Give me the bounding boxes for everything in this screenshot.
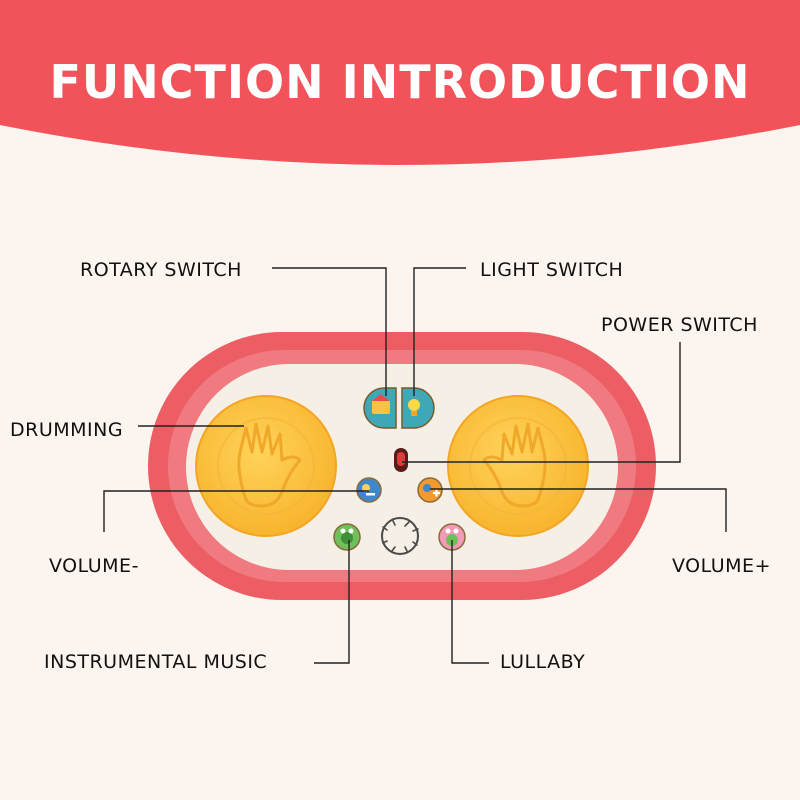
label-lullaby: LULLABY	[500, 651, 586, 673]
callout-line-rotary	[272, 267, 387, 396]
page-title: FUNCTION INTRODUCTION	[49, 55, 751, 109]
hand-print-icon	[482, 422, 547, 508]
carousel-icon	[372, 400, 390, 414]
light-switch-button[interactable]	[401, 387, 435, 429]
label-rotary-switch: ROTARY SWITCH	[80, 259, 242, 281]
callout-line-lullaby	[451, 540, 489, 664]
drum-pad-right[interactable]	[447, 395, 589, 537]
label-drumming: DRUMMING	[10, 419, 124, 441]
callout-line-power	[402, 342, 681, 463]
label-volume-minus: VOLUME-	[49, 555, 139, 577]
callout-line-instrumental	[314, 540, 350, 664]
callout-lines	[103, 267, 727, 664]
callout-line-light	[413, 267, 466, 396]
callout-line-volume-plus	[430, 488, 727, 532]
header-banner	[0, 0, 800, 180]
speaker-grille-icon	[381, 517, 419, 555]
instrumental-music-button[interactable]	[333, 523, 361, 551]
volume-plus-button[interactable]	[417, 477, 443, 503]
light-bulb-icon	[408, 399, 420, 411]
drum-toy	[148, 332, 656, 600]
power-switch-button[interactable]	[394, 448, 408, 472]
label-volume-plus: VOLUME+	[672, 555, 771, 577]
label-light-switch: LIGHT SWITCH	[480, 259, 624, 281]
label-power-switch: POWER SWITCH	[601, 314, 758, 336]
rotary-switch-button[interactable]	[363, 387, 397, 429]
frog-icon	[341, 532, 353, 544]
drum-pad-left[interactable]	[195, 395, 337, 537]
callout-line-volume-minus	[103, 490, 369, 532]
label-instrumental-music: INSTRUMENTAL MUSIC	[44, 651, 268, 673]
banner-shape	[0, 0, 800, 165]
lullaby-button[interactable]	[438, 523, 466, 551]
volume-minus-button[interactable]	[356, 477, 382, 503]
hand-print-icon	[237, 422, 302, 508]
